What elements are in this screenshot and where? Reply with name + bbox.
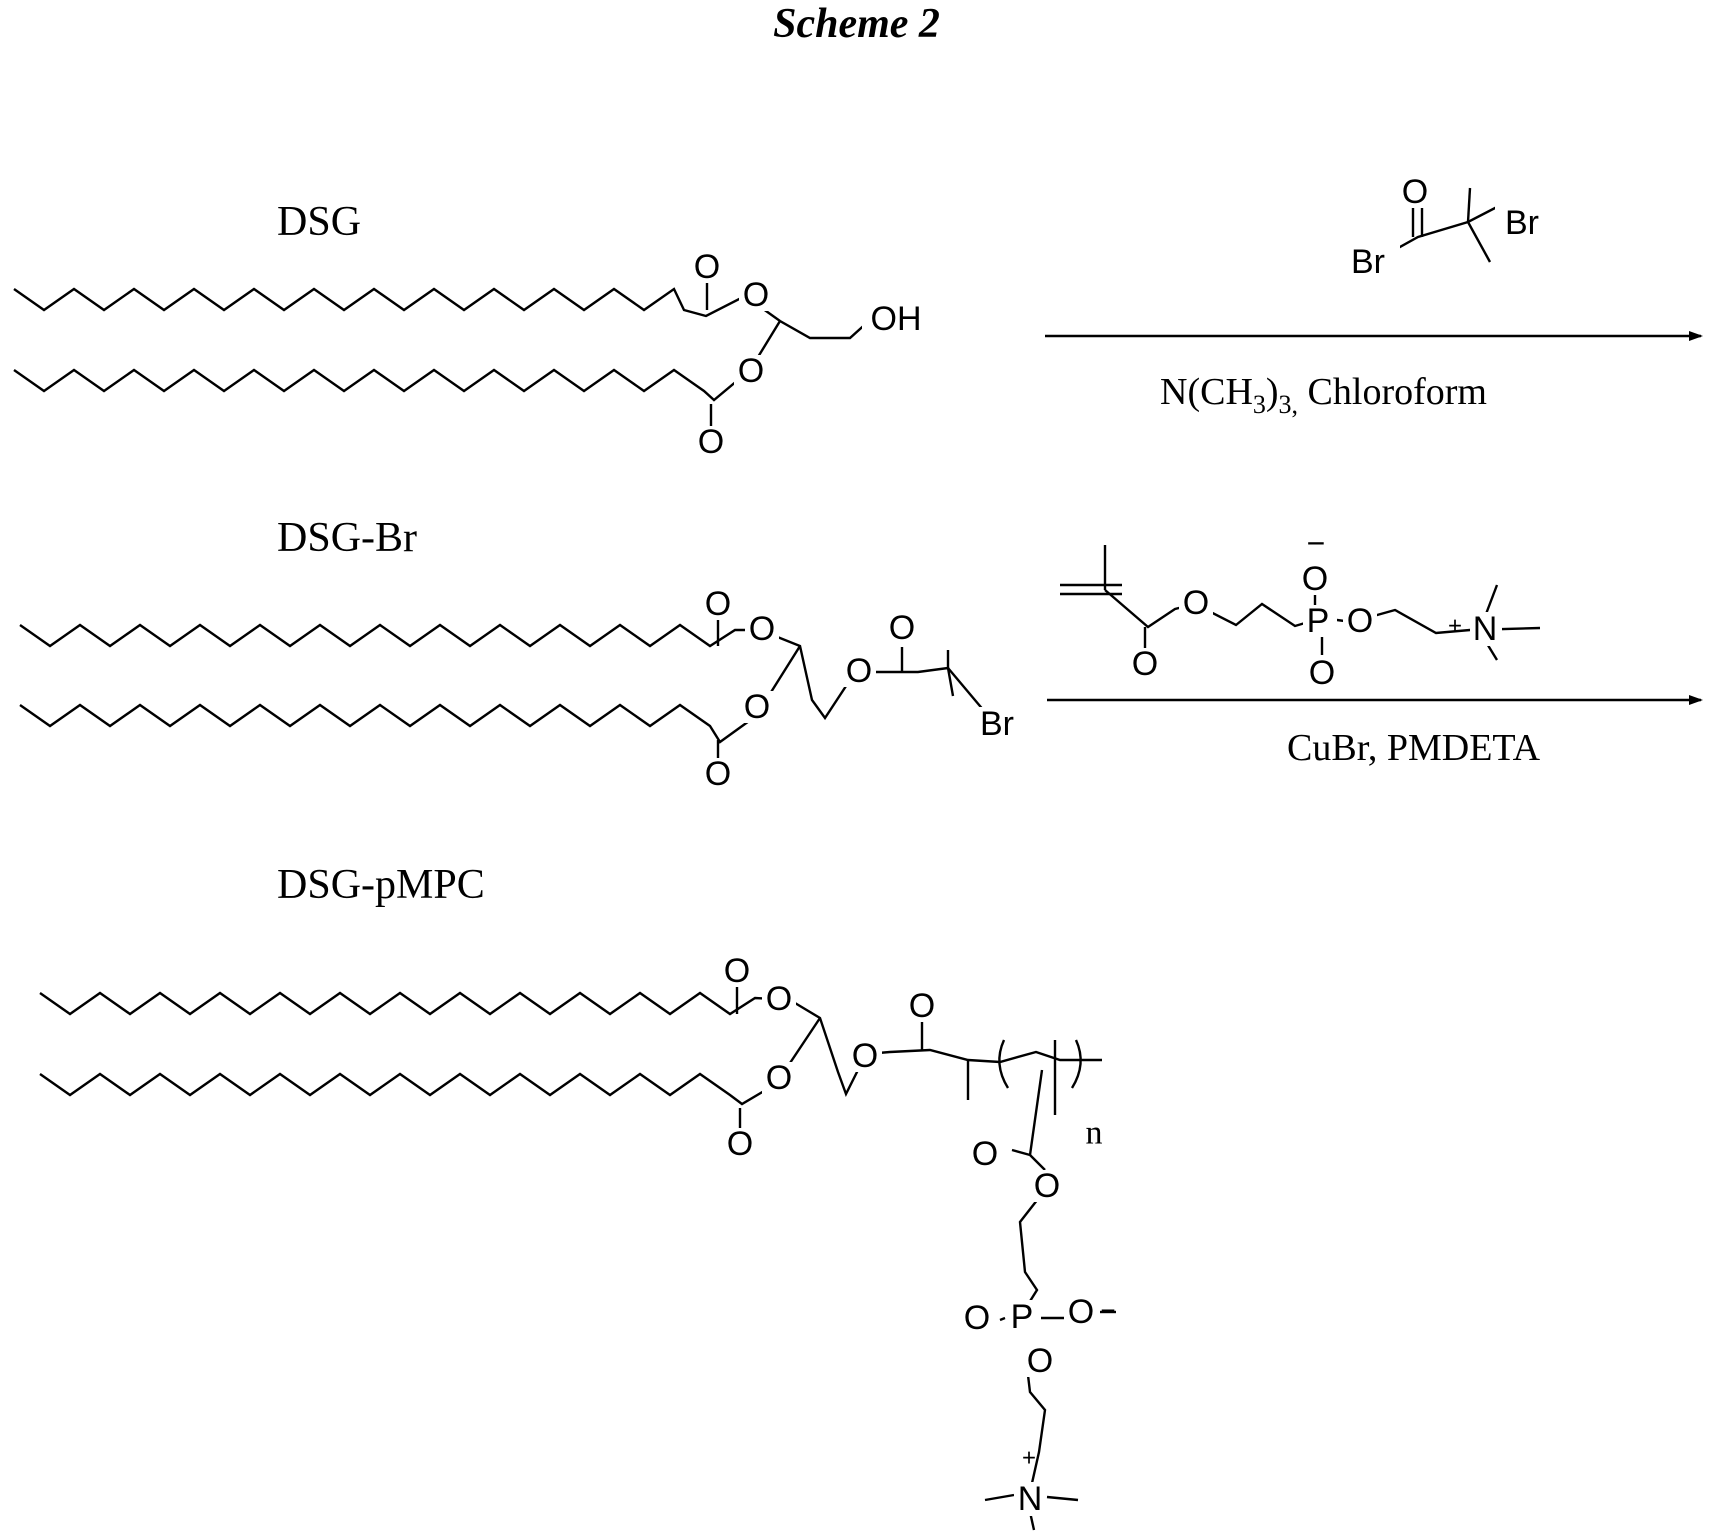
mpc-phosphate-o-anion: O	[1302, 560, 1328, 598]
reagent-bromoisobutyryl-bromide: O Br Br	[1344, 173, 1551, 281]
dsg-pmpc-side-ester-o: O	[1034, 1167, 1060, 1205]
dsg-br-ester-o-lower: O	[744, 688, 770, 726]
dsg-pmpc-phosphate-minus: −	[1100, 1295, 1115, 1325]
dsg-ester-o-lower: O	[738, 352, 764, 390]
structure-dsg-br: O O O O O O Br	[20, 585, 1026, 793]
dsg-pmpc-carbonyl-o-lower: O	[727, 1125, 753, 1163]
mpc-phosphate-o-double: O	[1309, 654, 1335, 692]
dsg-pmpc-side-carbonyl-o: O	[972, 1135, 998, 1173]
reagent-mpc-monomer: O O P O − O O + N	[1060, 525, 1540, 692]
mpc-phosphorus: P	[1307, 602, 1330, 640]
dsg-carbonyl-o-lower: O	[698, 423, 724, 461]
structure-dsg-pmpc: O O O O O O n O O P O O − O + N	[40, 952, 1116, 1530]
dsg-chain-lower	[14, 321, 780, 400]
mpc-ester-o: O	[1183, 584, 1209, 622]
mpc-ammonium-plus: +	[1448, 613, 1462, 640]
mpc-phosphate-o-ester: O	[1347, 602, 1373, 640]
dsg-pmpc-chain-lower	[40, 1018, 820, 1104]
mpc-phosphate-minus: −	[1307, 525, 1326, 561]
structure-dsg: O O O O OH	[14, 248, 930, 461]
dsg-br-carbonyl-o-initiator: O	[889, 609, 915, 647]
mpc-nitrogen: N	[1473, 610, 1498, 648]
dsg-ester-o-upper: O	[743, 276, 769, 314]
dsg-pmpc-ester-o-lower: O	[766, 1059, 792, 1097]
reagent1-carbonyl-o: O	[1402, 173, 1428, 211]
dsg-br-carbonyl-o-upper: O	[705, 585, 731, 623]
dsg-pmpc-ester-o-initiator: O	[852, 1037, 878, 1075]
dsg-pmpc-ester-o-upper: O	[766, 980, 792, 1018]
reagent1-alkyl-br: Br	[1505, 204, 1539, 242]
dsg-br-ester-o-initiator: O	[846, 652, 872, 690]
dsg-pmpc-ammonium-plus: +	[1022, 1445, 1036, 1472]
dsg-pmpc-carbonyl-o-initiator: O	[909, 987, 935, 1025]
dsg-pmpc-repeat-n: n	[1086, 1115, 1103, 1152]
dsg-br-chain-upper	[20, 625, 953, 718]
mpc-carbonyl-o: O	[1132, 645, 1158, 683]
dsg-br-chain-lower	[20, 646, 800, 742]
dsg-br-bromine: Br	[980, 705, 1014, 743]
dsg-hydroxyl: OH	[871, 300, 922, 338]
reagent1-acyl-br: Br	[1351, 243, 1385, 281]
dsg-carbonyl-o-upper: O	[694, 248, 720, 286]
dsg-pmpc-phosphate-o-anion: O	[1068, 1293, 1094, 1331]
dsg-br-ester-o-upper: O	[749, 610, 775, 648]
dsg-pmpc-phosphorus: P	[1011, 1298, 1034, 1336]
dsg-pmpc-phosphate-o-ester: O	[1027, 1342, 1053, 1380]
dsg-pmpc-nitrogen: N	[1018, 1480, 1043, 1518]
dsg-pmpc-carbonyl-o-upper: O	[724, 952, 750, 990]
dsg-pmpc-phosphate-o-double: O	[964, 1299, 990, 1337]
dsg-br-carbonyl-o-lower: O	[705, 755, 731, 793]
